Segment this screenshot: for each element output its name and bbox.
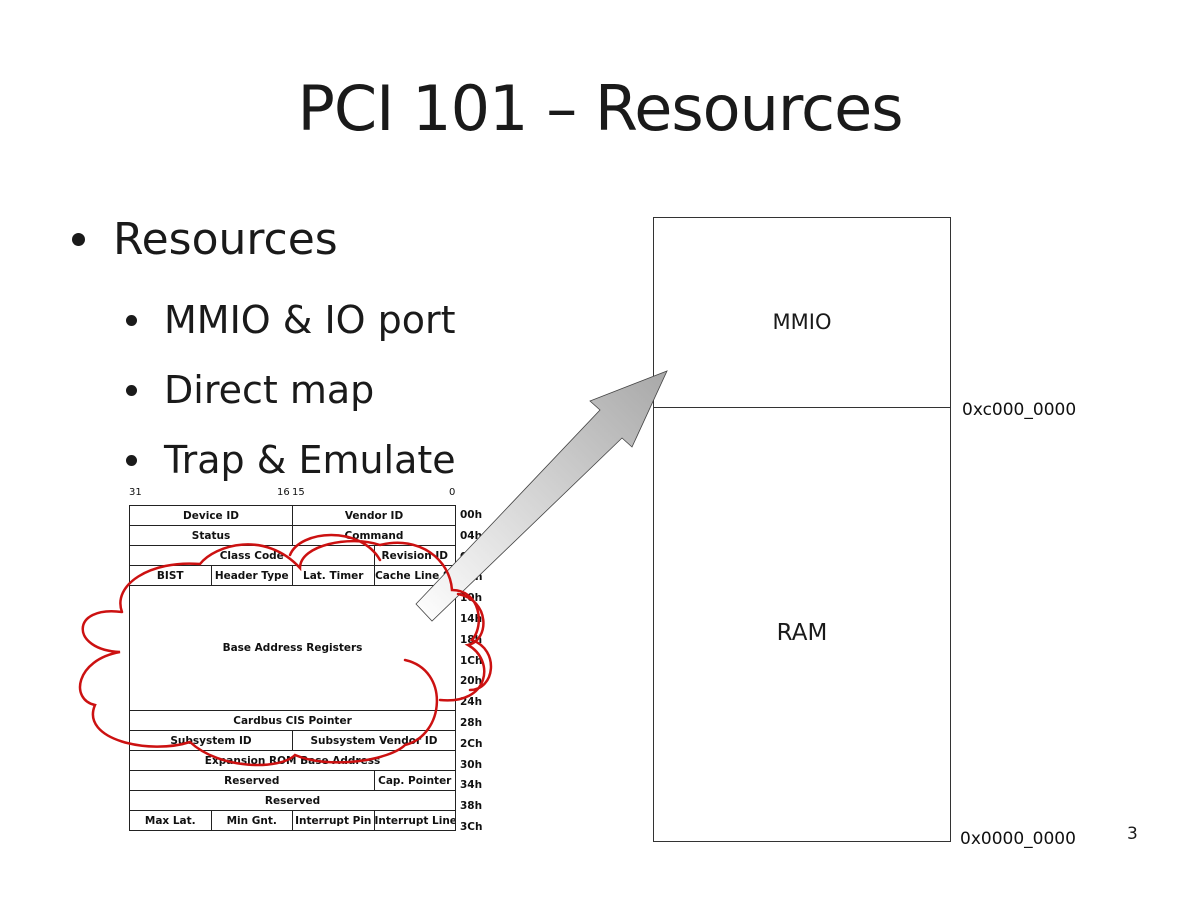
register-offset: 0Ch — [460, 571, 483, 584]
register-offset: 2Ch — [460, 737, 483, 750]
register-field: Cap. Pointer — [373, 770, 456, 791]
register-field: BIST — [129, 565, 212, 586]
register-offset: 34h — [460, 779, 483, 792]
register-offset: 3Ch — [460, 820, 483, 833]
register-offset: 38h — [460, 800, 483, 813]
bit-label-0: 0 — [449, 487, 456, 498]
bit-labels: 31 16 15 0 — [129, 487, 459, 501]
register-offset: 20h — [460, 675, 483, 688]
bullet-text: Resources — [113, 214, 338, 265]
register-field: Interrupt Line — [373, 810, 456, 831]
bullet-dot-icon — [126, 314, 137, 326]
register-field: Interrupt Pin — [292, 810, 375, 831]
bullet-dot-icon — [126, 384, 137, 396]
register-row: Expansion ROM Base Address — [129, 750, 456, 771]
bullet-resources: Resources — [72, 214, 338, 265]
register-offset: 28h — [460, 716, 483, 729]
register-field: Expansion ROM Base Address — [129, 750, 456, 771]
register-field: Header Type — [210, 565, 293, 586]
bit-label-16: 16 — [277, 487, 290, 498]
ram-region: RAM — [654, 408, 950, 841]
register-field: Class Code — [129, 545, 375, 566]
register-offset: 08h — [460, 550, 483, 563]
register-field: Revision ID — [373, 545, 456, 566]
register-field: Cache Line S. — [373, 565, 456, 586]
register-field: Max Lat. — [129, 810, 212, 831]
register-offset: 14h — [460, 612, 483, 625]
register-field: Base Address Registers — [129, 585, 456, 711]
register-field: Min Gnt. — [210, 810, 293, 831]
register-offset: 30h — [460, 758, 483, 771]
bullet-trap-emulate: Trap & Emulate — [126, 438, 456, 482]
register-field: Cardbus CIS Pointer — [129, 710, 456, 731]
mmio-label: MMIO — [772, 310, 832, 334]
register-field: Lat. Timer — [292, 565, 375, 586]
bullet-text: MMIO & IO port — [164, 298, 456, 342]
register-offset: 18h — [460, 633, 483, 646]
register-offset: 04h — [460, 529, 483, 542]
register-row: Cardbus CIS Pointer — [129, 710, 456, 731]
base-address-label: 0x0000_0000 — [960, 829, 1076, 849]
register-offset: 00h — [460, 509, 483, 521]
register-offsets: 00h 04h 08h 0Ch 10h 14h 18h 1Ch 20h 24h 28h 2Ch 30h 3… — [460, 505, 483, 838]
register-row: Base Address Registers — [129, 585, 456, 711]
bullet-text: Direct map — [164, 368, 375, 412]
bit-label-31: 31 — [129, 487, 142, 498]
register-field: Subsystem Vendor ID — [292, 730, 456, 751]
page-number: 3 — [1127, 824, 1138, 844]
register-field: Reserved — [129, 790, 456, 811]
register-field: Status — [129, 525, 293, 546]
ram-label: RAM — [776, 620, 828, 646]
boundary-address-label: 0xc000_0000 — [962, 400, 1077, 420]
register-offset: 1Ch — [460, 654, 483, 667]
register-offset: 10h — [460, 592, 483, 605]
register-field: Subsystem ID — [129, 730, 293, 751]
memory-map: MMIO RAM — [653, 217, 951, 842]
bit-label-15: 15 — [292, 487, 305, 498]
bullet-text: Trap & Emulate — [164, 438, 456, 482]
slide-title: PCI 101 – Resources — [297, 72, 903, 145]
register-field: Command — [292, 525, 456, 546]
bullet-dot-icon — [72, 233, 85, 246]
register-field: Device ID — [129, 505, 293, 526]
register-field: Vendor ID — [292, 505, 456, 526]
register-offset: 24h — [460, 696, 483, 709]
bullet-mmio-io-port: MMIO & IO port — [126, 298, 456, 342]
register-row: Reserved — [129, 790, 456, 811]
mmio-region: MMIO — [654, 218, 950, 408]
register-field: Reserved — [129, 770, 375, 791]
bullet-direct-map: Direct map — [126, 368, 374, 412]
bullet-dot-icon — [126, 454, 137, 466]
